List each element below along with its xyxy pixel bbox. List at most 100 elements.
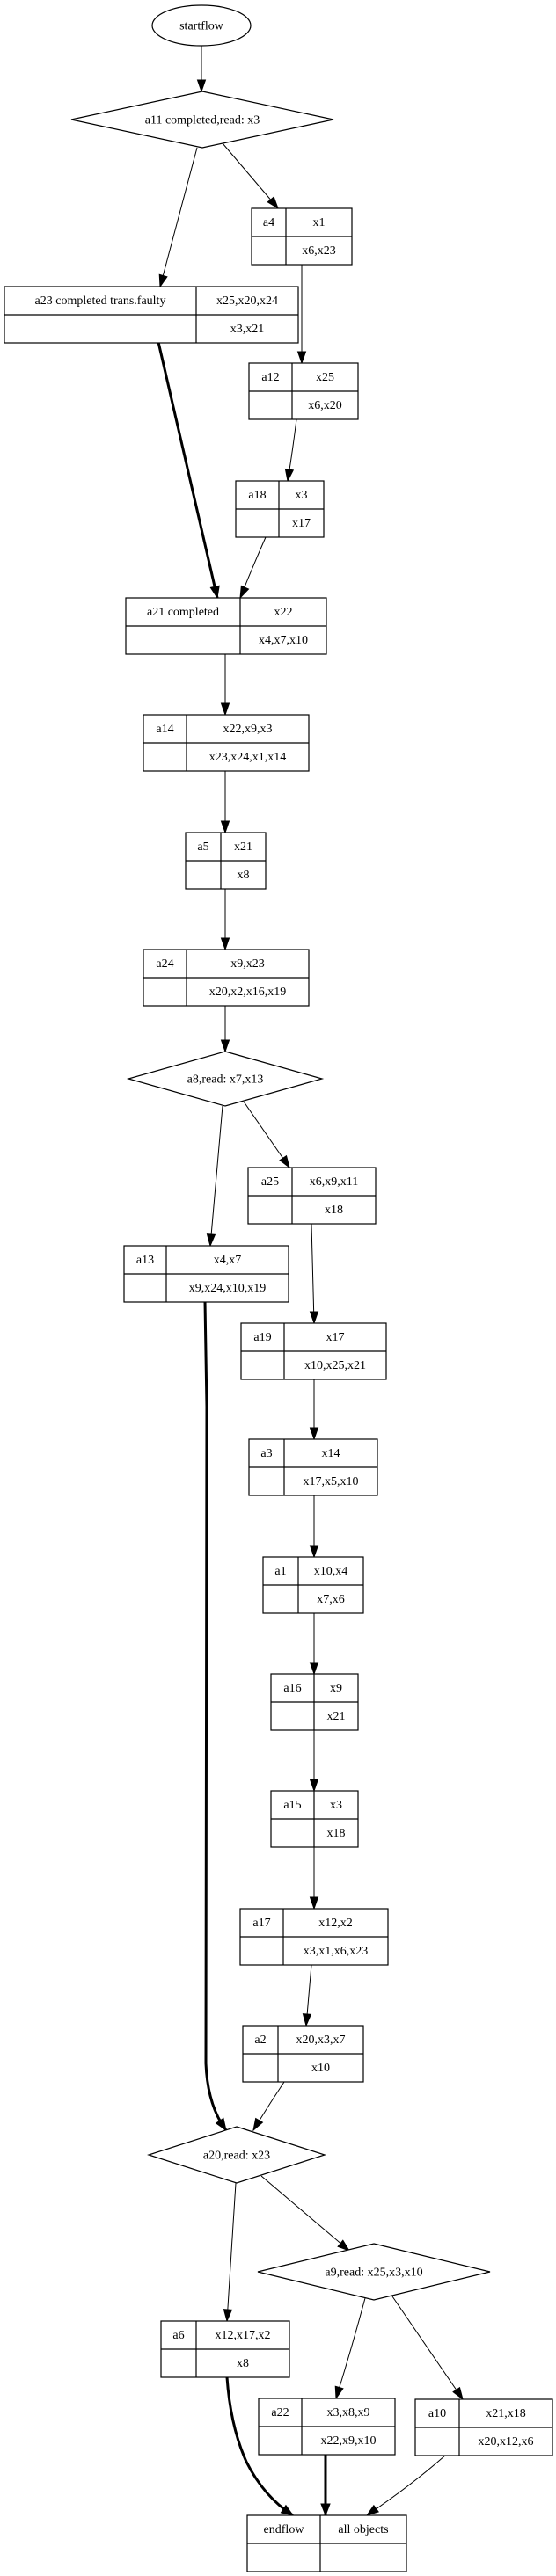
decision-node-a11[interactable]: a11 completed,read: x3: [70, 91, 334, 149]
record-name: endflow: [264, 2523, 305, 2536]
record-objects-bottom: x8: [237, 2357, 249, 2370]
arrowhead-icon: [158, 273, 168, 288]
decision-node-a8[interactable]: a8,read: x7,x13: [126, 1051, 325, 1107]
record-node-a13[interactable]: a13 x4,x7 x9,x24,x10,x19: [123, 1245, 289, 1303]
arrowhead-icon: [309, 1545, 319, 1559]
record-objects-top: x1: [313, 216, 326, 229]
arrowhead-icon: [215, 2117, 227, 2132]
arrowhead-icon: [302, 2013, 312, 2027]
arrowhead-icon: [279, 1154, 290, 1169]
record-node-a19[interactable]: a19 x17 x10,x25,x21: [240, 1322, 387, 1380]
arrowhead-icon: [309, 1896, 319, 1910]
edge-a15-to-a17: [309, 1847, 319, 1910]
edge-line: [209, 1105, 223, 1247]
record-objects-bottom: x6,x23: [302, 244, 336, 258]
edge-a23-to-a21: [157, 341, 220, 600]
edge-a12-to-a18: [284, 418, 297, 483]
arrowhead-icon: [334, 2385, 344, 2400]
record-name: a3: [260, 1447, 272, 1460]
edge-line: [391, 2296, 464, 2400]
edge-line: [260, 2175, 350, 2252]
node-startflow[interactable]: startflow: [151, 4, 252, 47]
arrowhead-icon: [337, 2239, 351, 2252]
record-objects-top: x21,x18: [486, 2407, 526, 2420]
arrowhead-icon: [296, 351, 307, 365]
record-name: a6: [172, 2329, 184, 2342]
record-objects-top: x14: [322, 1447, 340, 1460]
record-objects-top: x17: [326, 1331, 345, 1344]
edge-a18-to-a21: [239, 536, 267, 600]
edge-a3-to-a1: [309, 1495, 319, 1559]
edge-a8-to-a25: [243, 1101, 290, 1169]
arrowhead-icon: [309, 1662, 319, 1676]
record-name: a13: [136, 1254, 154, 1267]
record-name: a18: [248, 489, 266, 502]
decision-label: a8,read: x7,x13: [187, 1073, 264, 1087]
record-objects-top: x3,x8,x9: [327, 2406, 370, 2420]
edge-a10-to-endflow: [365, 2454, 447, 2516]
record-name: a22: [271, 2406, 289, 2420]
arrowhead-icon: [452, 2386, 464, 2401]
record-name: a12: [261, 371, 279, 384]
edge-a8-to-a13: [206, 1105, 223, 1248]
record-objects-bottom: x17: [292, 517, 311, 530]
edge-a20-to-a6: [223, 2182, 237, 2323]
record-name: a25: [261, 1175, 279, 1189]
edge-line: [157, 341, 219, 599]
arrowhead-icon: [196, 79, 207, 93]
arrowhead-icon: [206, 1233, 216, 1248]
decision-label: a11 completed,read: x3: [145, 114, 260, 127]
edges-layer: [157, 46, 464, 2517]
arrowhead-icon: [309, 1311, 319, 1325]
record-name: a10: [428, 2407, 446, 2420]
record-objects-top: x22,x9,x3: [223, 723, 273, 736]
record-objects-top: x3: [330, 1799, 342, 1812]
record-name: a19: [253, 1331, 271, 1344]
record-objects-top: x3: [296, 489, 308, 502]
record-node-a22[interactable]: a22 x3,x8,x9 x22,x9,x10: [258, 2398, 396, 2456]
record-objects-bottom: x10,x25,x21: [304, 1359, 366, 1372]
record-node-a18[interactable]: a18 x3 x17: [235, 480, 325, 538]
record-objects-top: x22: [274, 606, 293, 619]
edge-a19-to-a3: [309, 1379, 319, 1441]
record-name: a2: [254, 2034, 266, 2047]
decision-node-a20[interactable]: a20,read: x23: [147, 2126, 326, 2184]
decision-node-a9[interactable]: a9,read: x25,x3,x10: [257, 2243, 491, 2301]
record-objects-bottom: x21: [327, 1710, 346, 1723]
decision-diamond: [126, 1051, 325, 1107]
record-objects-bottom: x6,x20: [308, 399, 342, 412]
record-objects-top: x9,x23: [230, 957, 265, 971]
edge-a21-to-a14: [220, 654, 230, 717]
edge-a17-to-a2: [302, 1964, 312, 2027]
record-node-a4[interactable]: a4 x1 x6,x23: [251, 207, 353, 266]
record-objects-bottom: x22,x9,x10: [321, 2434, 377, 2448]
record-objects-bottom: x3,x21: [230, 323, 265, 336]
edge-a4-to-a12: [296, 265, 307, 365]
record-objects-top: x4,x7: [214, 1254, 242, 1267]
record-name: a4: [263, 216, 274, 229]
arrowhead-icon: [220, 820, 230, 834]
record-objects-top: x25,x20,x24: [216, 295, 278, 308]
record-objects-top: x12,x2: [318, 1917, 353, 1930]
record-objects-bottom: x10: [311, 2062, 330, 2075]
edge-line: [203, 1300, 228, 2131]
record-objects-bottom: x9,x24,x10,x19: [189, 1282, 267, 1295]
edge-a13-to-a20: [203, 1300, 228, 2132]
